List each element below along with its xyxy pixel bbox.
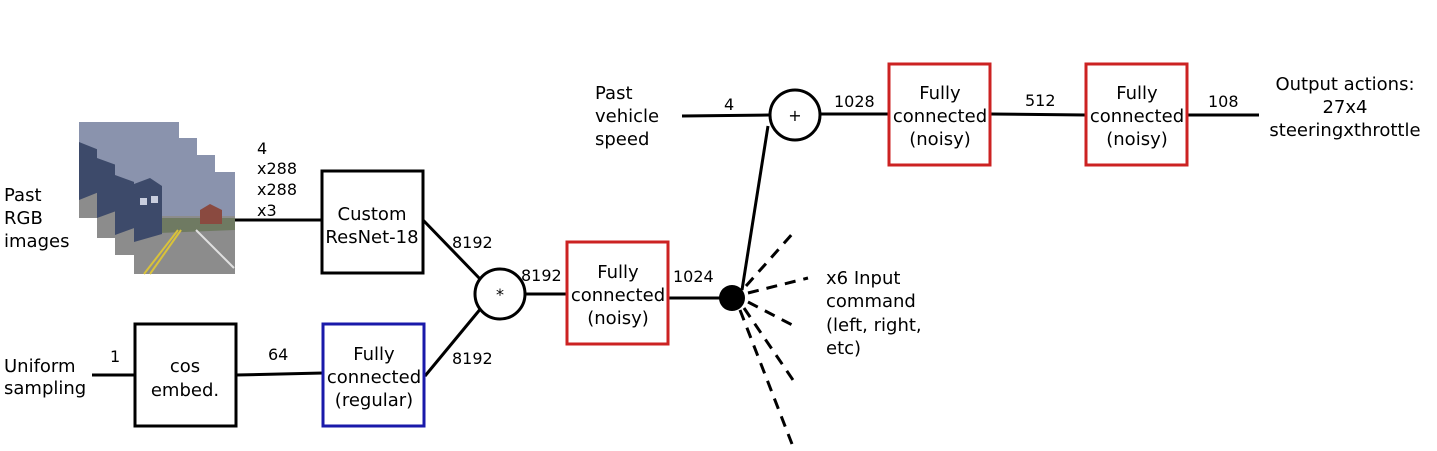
uniform-sampling-line-2: sampling bbox=[4, 378, 86, 399]
resnet-label-line-1: Custom bbox=[338, 204, 407, 225]
edge-speed-to-add bbox=[681, 113, 770, 118]
sum-out-label: 1028 bbox=[834, 92, 875, 111]
edge-fc-regular-to-multiply bbox=[423, 306, 484, 377]
cos-embed-label-line-1: cos bbox=[170, 356, 200, 377]
fc1-out-label: 1024 bbox=[673, 267, 714, 286]
fc-regular-label-line-1: Fully bbox=[353, 344, 395, 365]
image-dims-line-4: x3 bbox=[257, 201, 277, 220]
input-command-line-2: command bbox=[826, 291, 916, 312]
past-vehicle-speed-label: Past vehicle speed bbox=[595, 83, 659, 150]
fc-noisy-3-label-line-1: Fully bbox=[1116, 83, 1158, 104]
uniform-out-label: 1 bbox=[110, 347, 120, 366]
rgb-image-frame-4 bbox=[134, 172, 235, 275]
command-branches bbox=[738, 231, 809, 445]
command-branch-4 bbox=[742, 307, 795, 381]
fc-noisy-3-label-line-3: (noisy) bbox=[1106, 129, 1168, 150]
cos-embed-label-line-2: embed. bbox=[151, 380, 219, 401]
rgb-image-stack bbox=[79, 122, 235, 275]
uniform-sampling-line-1: Uniform bbox=[4, 356, 76, 377]
command-branch-3 bbox=[747, 300, 799, 330]
past-speed-line-3: speed bbox=[595, 129, 649, 150]
uniform-sampling-label: Uniform sampling bbox=[4, 356, 86, 399]
fc-noisy-2-label-line-1: Fully bbox=[919, 83, 961, 104]
past-rgb-line-2: RGB bbox=[4, 208, 43, 229]
fc3-out-label: 108 bbox=[1208, 92, 1239, 111]
output-line-3: steeringxthrottle bbox=[1269, 120, 1420, 141]
past-rgb-images-label: Past RGB images bbox=[4, 185, 69, 252]
speed-out-label: 4 bbox=[724, 95, 734, 114]
output-line-2: 27x4 bbox=[1322, 97, 1367, 118]
resnet-out-label: 8192 bbox=[452, 233, 493, 252]
fc-regular-out-label: 8192 bbox=[452, 349, 493, 368]
add-symbol: + bbox=[788, 106, 801, 125]
output-actions-label: Output actions: 27x4 steeringxthrottle bbox=[1269, 74, 1420, 141]
multiply-symbol: * bbox=[496, 285, 504, 304]
fc-noisy-block-2: Fully connected (noisy) bbox=[887, 62, 992, 167]
edge-junction-to-add bbox=[740, 125, 770, 291]
cos-embed-block: cos embed. bbox=[133, 322, 238, 428]
cos-out-label: 64 bbox=[268, 345, 288, 364]
fc-noisy-block-1: Fully connected (noisy) bbox=[565, 240, 670, 346]
fc2-out-label: 512 bbox=[1025, 91, 1056, 110]
fc-noisy-1-label-line-2: connected bbox=[571, 285, 665, 306]
add-operator: + bbox=[768, 88, 822, 142]
multiply-operator: * bbox=[473, 267, 527, 321]
command-branch-5 bbox=[738, 309, 794, 445]
fc-noisy-2-label-line-2: connected bbox=[893, 106, 987, 127]
resnet-label-line-2: ResNet-18 bbox=[325, 227, 418, 248]
fc-noisy-1-label-line-3: (noisy) bbox=[587, 308, 649, 329]
past-speed-line-1: Past bbox=[595, 83, 633, 104]
product-out-label: 8192 bbox=[521, 266, 562, 285]
output-line-1: Output actions: bbox=[1275, 74, 1414, 95]
image-dims-line-2: x288 bbox=[257, 159, 297, 178]
command-junction-node bbox=[719, 285, 745, 311]
past-rgb-line-1: Past bbox=[4, 185, 42, 206]
input-command-label: x6 Input command (left, right, etc) bbox=[826, 268, 922, 359]
fc-noisy-block-3: Fully connected (noisy) bbox=[1084, 62, 1189, 167]
command-branch-2 bbox=[747, 276, 809, 295]
resnet-block: Custom ResNet-18 bbox=[320, 169, 425, 275]
image-dims-label: 4 x288 x288 x3 bbox=[257, 139, 297, 220]
past-rgb-line-3: images bbox=[4, 231, 69, 252]
edge-cos-to-fc-regular bbox=[235, 371, 324, 377]
fc-noisy-3-label-line-2: connected bbox=[1090, 106, 1184, 127]
fc-regular-block: Fully connected (regular) bbox=[321, 322, 426, 428]
fc-noisy-2-label-line-3: (noisy) bbox=[909, 129, 971, 150]
fc-regular-label-line-2: connected bbox=[327, 367, 421, 388]
input-command-line-3: (left, right, bbox=[826, 315, 922, 336]
input-command-line-1: x6 Input bbox=[826, 268, 900, 289]
fc-regular-label-line-3: (regular) bbox=[335, 390, 413, 411]
image-dims-line-3: x288 bbox=[257, 180, 297, 199]
edges bbox=[92, 112, 1259, 377]
fc-noisy-1-label-line-1: Fully bbox=[597, 262, 639, 283]
past-speed-line-2: vehicle bbox=[595, 106, 659, 127]
edge-resnet-to-multiply bbox=[421, 218, 484, 283]
command-branch-1 bbox=[744, 231, 796, 287]
input-command-line-4: etc) bbox=[826, 338, 861, 359]
image-dims-line-1: 4 bbox=[257, 139, 267, 158]
edge-fc2-to-fc3 bbox=[990, 112, 1087, 117]
